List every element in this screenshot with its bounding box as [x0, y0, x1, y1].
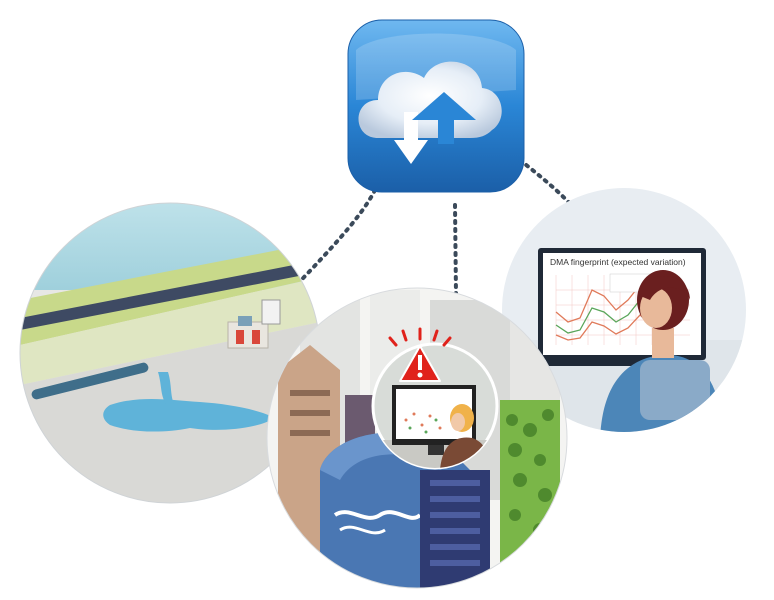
cloud-sync-icon	[347, 19, 525, 193]
analyst-scene: DMA fingerprint (expected variation)	[502, 188, 746, 432]
water-leak	[103, 398, 275, 432]
upload-arrow-icon	[412, 92, 476, 144]
signal-link-left	[288, 188, 377, 294]
monitor-title: DMA fingerprint (expected variation)	[550, 257, 686, 267]
utility-city-scene	[266, 287, 568, 589]
alert-icon	[388, 327, 452, 382]
pipeline-leak-scene	[19, 202, 321, 504]
wave-logo-icon	[333, 510, 422, 520]
